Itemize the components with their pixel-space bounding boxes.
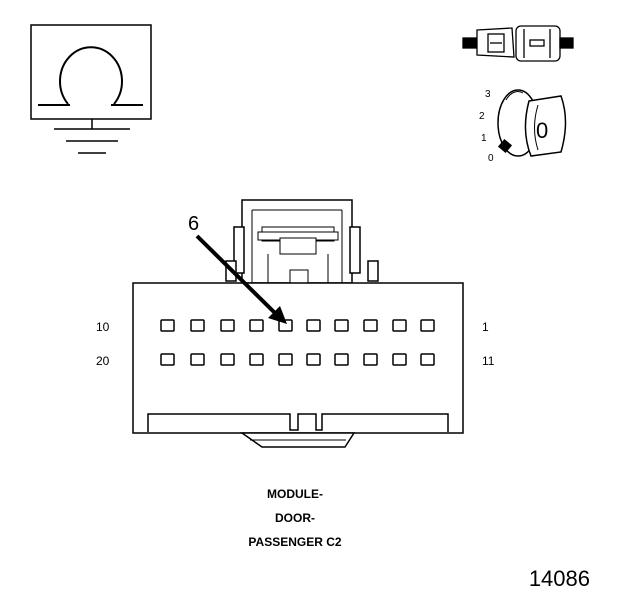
ignition-position-2: 2 bbox=[479, 111, 485, 122]
ohmmeter-ground-icon bbox=[30, 24, 152, 154]
caption-line-3: PASSENGER C2 bbox=[248, 535, 342, 549]
pin-6 bbox=[278, 319, 293, 332]
pin-9 bbox=[190, 319, 205, 332]
pin-17 bbox=[249, 353, 264, 366]
pin-10 bbox=[160, 319, 175, 332]
callout-arrow bbox=[195, 234, 287, 324]
ignition-key-icon: 3 2 1 0 0 bbox=[479, 89, 567, 164]
caption-line-2: DOOR- bbox=[275, 511, 315, 525]
pin-5 bbox=[306, 319, 321, 332]
pin-1 bbox=[420, 319, 435, 332]
ignition-position-1: 1 bbox=[481, 133, 487, 144]
pin-7 bbox=[249, 319, 264, 332]
row1-right-label: 1 bbox=[482, 320, 489, 334]
connector-icon bbox=[462, 25, 574, 62]
connector-body bbox=[132, 199, 464, 448]
pin-16 bbox=[278, 353, 293, 366]
key-label: 0 bbox=[536, 118, 548, 143]
figure-number: 14086 bbox=[528, 566, 590, 591]
row2-left-label: 20 bbox=[96, 354, 110, 368]
pin-20 bbox=[160, 353, 175, 366]
pin-12 bbox=[392, 353, 407, 366]
ignition-position-0: 0 bbox=[488, 153, 494, 164]
pin-row-2 bbox=[160, 353, 435, 366]
pin-2 bbox=[392, 319, 407, 332]
pin-19 bbox=[190, 353, 205, 366]
ignition-position-3: 3 bbox=[485, 89, 491, 100]
pin-14 bbox=[334, 353, 349, 366]
pin-3 bbox=[363, 319, 378, 332]
pin-11 bbox=[420, 353, 435, 366]
callout-pin-label: 6 bbox=[188, 213, 199, 235]
pin-4 bbox=[334, 319, 349, 332]
row2-right-label: 11 bbox=[482, 354, 495, 368]
pin-18 bbox=[220, 353, 235, 366]
row1-left-label: 10 bbox=[96, 320, 110, 334]
caption-line-1: MODULE- bbox=[267, 487, 323, 501]
pin-15 bbox=[306, 353, 321, 366]
pin-8 bbox=[220, 319, 235, 332]
pin-row-1 bbox=[160, 319, 435, 332]
pin-13 bbox=[363, 353, 378, 366]
